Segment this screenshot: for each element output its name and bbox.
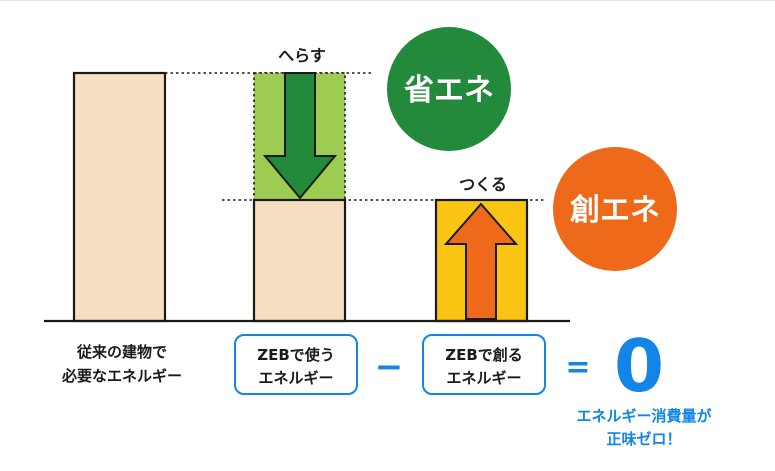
label-reduce: へらす <box>278 46 326 65</box>
bar-conventional <box>72 71 167 323</box>
result-zero: 0 <box>614 324 664 408</box>
result-line2: 正味ゼロ！ <box>606 430 681 448</box>
minus-sign: − <box>375 347 404 387</box>
result-line1: エネルギー消費量が <box>576 407 712 425</box>
arrow-down-icon <box>262 72 338 200</box>
zeb-create-line1: ZEBで創る <box>445 346 523 364</box>
energy-saving-label: 省エネ <box>404 73 494 108</box>
energy-creation-label: 創エネ <box>570 193 660 228</box>
energy-creation-circle <box>553 147 677 271</box>
label-conventional-line2: 必要なエネルギー <box>61 367 182 385</box>
label-conventional-line1: 従来の建物で <box>76 343 167 361</box>
energy-saving-circle <box>387 27 511 151</box>
zeb-use-line1: ZEBで使う <box>257 346 335 364</box>
arrow-up-icon <box>443 202 519 320</box>
equals-sign: = <box>565 350 590 385</box>
label-create: つくる <box>459 175 507 194</box>
zeb-create-line2: エネルギー <box>446 369 521 387</box>
top-divider <box>0 0 775 1</box>
bar-zeb-use <box>252 198 347 323</box>
zeb-create-box <box>422 334 546 395</box>
zeb-use-box <box>234 334 358 395</box>
zeb-use-line2: エネルギー <box>258 369 333 387</box>
